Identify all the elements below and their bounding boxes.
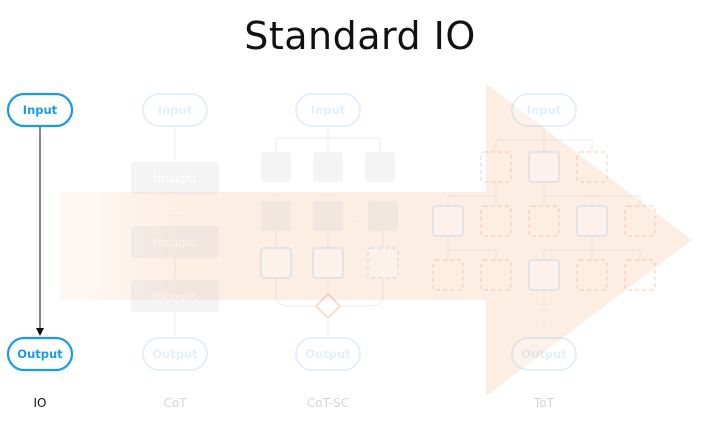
io-output-node (6, 336, 74, 372)
column-label-cot-sc: CoT-SC (306, 396, 350, 410)
cotsc-box-c2 (368, 201, 398, 231)
tot-output-label: Output (521, 347, 567, 361)
cotsc-output-node (295, 337, 361, 371)
cot-thought-3 (131, 280, 219, 312)
tot-l2-d (576, 205, 608, 237)
cotsc-group: Input ... ... ... Output (260, 93, 399, 371)
column-label-io: IO (33, 396, 47, 410)
cot-input-label: Input (158, 103, 193, 117)
io-output-label: Output (17, 347, 63, 361)
cotsc-output-label: Output (305, 347, 351, 361)
cot-thought-2-label: thought (153, 236, 197, 249)
tot-ellipsis: ... (539, 296, 550, 309)
cotsc-box-b3 (312, 247, 344, 279)
column-label-tot: ToT (534, 396, 554, 410)
cot-thought-3-label: thought (153, 290, 197, 303)
cot-thought-1 (131, 162, 219, 194)
cotsc-box-b1 (313, 152, 343, 182)
tot-group: Input ... Output (432, 93, 656, 371)
cotsc-box-a2 (261, 201, 291, 231)
tot-input-label: Input (527, 103, 562, 117)
cot-thought-2 (131, 226, 219, 258)
io-arrowhead (36, 328, 44, 336)
io-input-label: Input (23, 103, 58, 117)
cotsc-input-label: Input (311, 103, 346, 117)
arrow-fade-left (0, 188, 180, 304)
cot-output-label: Output (152, 347, 198, 361)
cot-input-node (142, 93, 208, 127)
tot-l2-a (432, 205, 464, 237)
cotsc-box-b2 (313, 201, 343, 231)
cot-output-node (142, 337, 208, 371)
cotsc-box-c3 (367, 247, 399, 279)
page-title: Standard IO (244, 14, 476, 58)
cotsc-ellipsis-c: ... (349, 212, 360, 225)
cotsc-ellipsis-b: ... (323, 186, 334, 199)
column-label-cot: CoT (163, 396, 187, 410)
background-arrow (60, 84, 692, 396)
cotsc-vote-diamond (314, 292, 342, 320)
cotsc-input-node (295, 93, 361, 127)
cotsc-box-a1 (261, 152, 291, 182)
cotsc-box-a3 (260, 247, 292, 279)
tot-output-node (511, 337, 577, 371)
tot-l1-b (528, 151, 560, 183)
tot-l3-c (528, 259, 560, 291)
cotsc-box-c1 (365, 152, 395, 182)
cot-ellipsis: ... (170, 206, 181, 219)
cotsc-ellipsis-a: ... (271, 186, 282, 199)
cot-group: Input thought ... thought thought Output (131, 93, 219, 371)
cot-thought-1-label: thought (153, 172, 197, 185)
io-input-node (6, 92, 74, 128)
tot-input-node (511, 93, 577, 127)
